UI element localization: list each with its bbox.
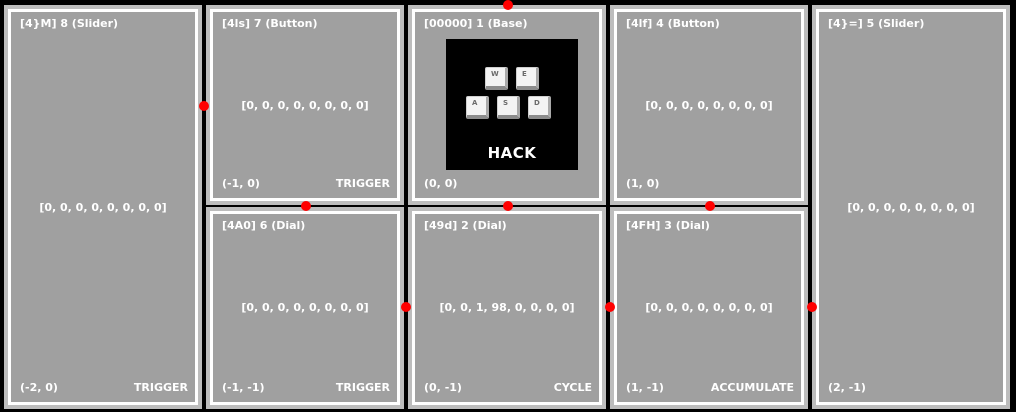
key-w-icon: W (485, 67, 508, 90)
module-state: [0, 0, 0, 0, 0, 0, 0, 0] (241, 99, 369, 112)
module-4-button[interactable]: [4lf] 4 (Button) [0, 0, 0, 0, 0, 0, 0, 0… (610, 5, 808, 205)
connector-dot-dial2-dial3 (605, 302, 615, 312)
module-title: [4}=] 5 (Slider) (828, 17, 925, 30)
module-title: [00000] 1 (Base) (424, 17, 528, 30)
module-title: [4A0] 6 (Dial) (222, 219, 306, 232)
module-8-slider[interactable]: [4}M] 8 (Slider) [0, 0, 0, 0, 0, 0, 0, 0… (4, 5, 202, 409)
connector-dot-button4-dial3 (705, 201, 715, 211)
module-3-dial[interactable]: [4FH] 3 (Dial) [0, 0, 0, 0, 0, 0, 0, 0] … (610, 207, 808, 409)
module-state: [0, 0, 0, 0, 0, 0, 0, 0] (241, 301, 369, 314)
module-title: [4ls] 7 (Button) (222, 17, 318, 30)
module-2-dial[interactable]: [49d] 2 (Dial) [0, 0, 1, 98, 0, 0, 0, 0]… (408, 207, 606, 409)
module-5-slider[interactable]: [4}=] 5 (Slider) [0, 0, 0, 0, 0, 0, 0, 0… (812, 5, 1010, 409)
module-coord: (1, -1) (626, 381, 664, 394)
module-6-dial[interactable]: [4A0] 6 (Dial) [0, 0, 0, 0, 0, 0, 0, 0] … (206, 207, 404, 409)
module-coord: (1, 0) (626, 177, 660, 190)
connector-dot-dial3-slider5 (807, 302, 817, 312)
module-mode: TRIGGER (335, 177, 390, 190)
module-7-button[interactable]: [4ls] 7 (Button) [0, 0, 0, 0, 0, 0, 0, 0… (206, 5, 404, 205)
connector-dot-base-top (503, 0, 513, 10)
module-state: [0, 0, 0, 0, 0, 0, 0, 0] (645, 301, 773, 314)
key-s-icon: S (497, 96, 520, 119)
key-a-icon: A (466, 96, 489, 119)
module-coord: (-1, -1) (222, 381, 265, 394)
connector-dot-slider8-button7 (199, 101, 209, 111)
connector-dot-dial6-dial2 (401, 302, 411, 312)
key-e-icon: E (516, 67, 539, 90)
module-mode: TRIGGER (133, 381, 188, 394)
module-mode: ACCUMULATE (710, 381, 794, 394)
module-coord: (0, -1) (424, 381, 462, 394)
module-state: [0, 0, 0, 0, 0, 0, 0, 0] (847, 201, 975, 214)
key-d-icon: D (528, 96, 551, 119)
module-title: [49d] 2 (Dial) (424, 219, 507, 232)
module-coord: (-2, 0) (20, 381, 58, 394)
module-title: [4lf] 4 (Button) (626, 17, 720, 30)
module-title: [4FH] 3 (Dial) (626, 219, 710, 232)
module-state: [0, 0, 0, 0, 0, 0, 0, 0] (39, 201, 167, 214)
module-coord: (0, 0) (424, 177, 458, 190)
module-title: [4}M] 8 (Slider) (20, 17, 119, 30)
module-state: [0, 0, 1, 98, 0, 0, 0, 0] (439, 301, 575, 314)
module-1-base[interactable]: [00000] 1 (Base) W E A S D HACK (0, 0) (408, 5, 606, 205)
module-coord: (-1, 0) (222, 177, 260, 190)
connector-dot-button7-dial6 (301, 201, 311, 211)
module-coord: (2, -1) (828, 381, 866, 394)
logo-text: HACK (487, 144, 537, 162)
connector-dot-base-dial2 (503, 201, 513, 211)
module-mode: CYCLE (553, 381, 592, 394)
module-mode: TRIGGER (335, 381, 390, 394)
module-state: [0, 0, 0, 0, 0, 0, 0, 0] (645, 99, 773, 112)
hack-logo: W E A S D HACK (446, 39, 578, 170)
